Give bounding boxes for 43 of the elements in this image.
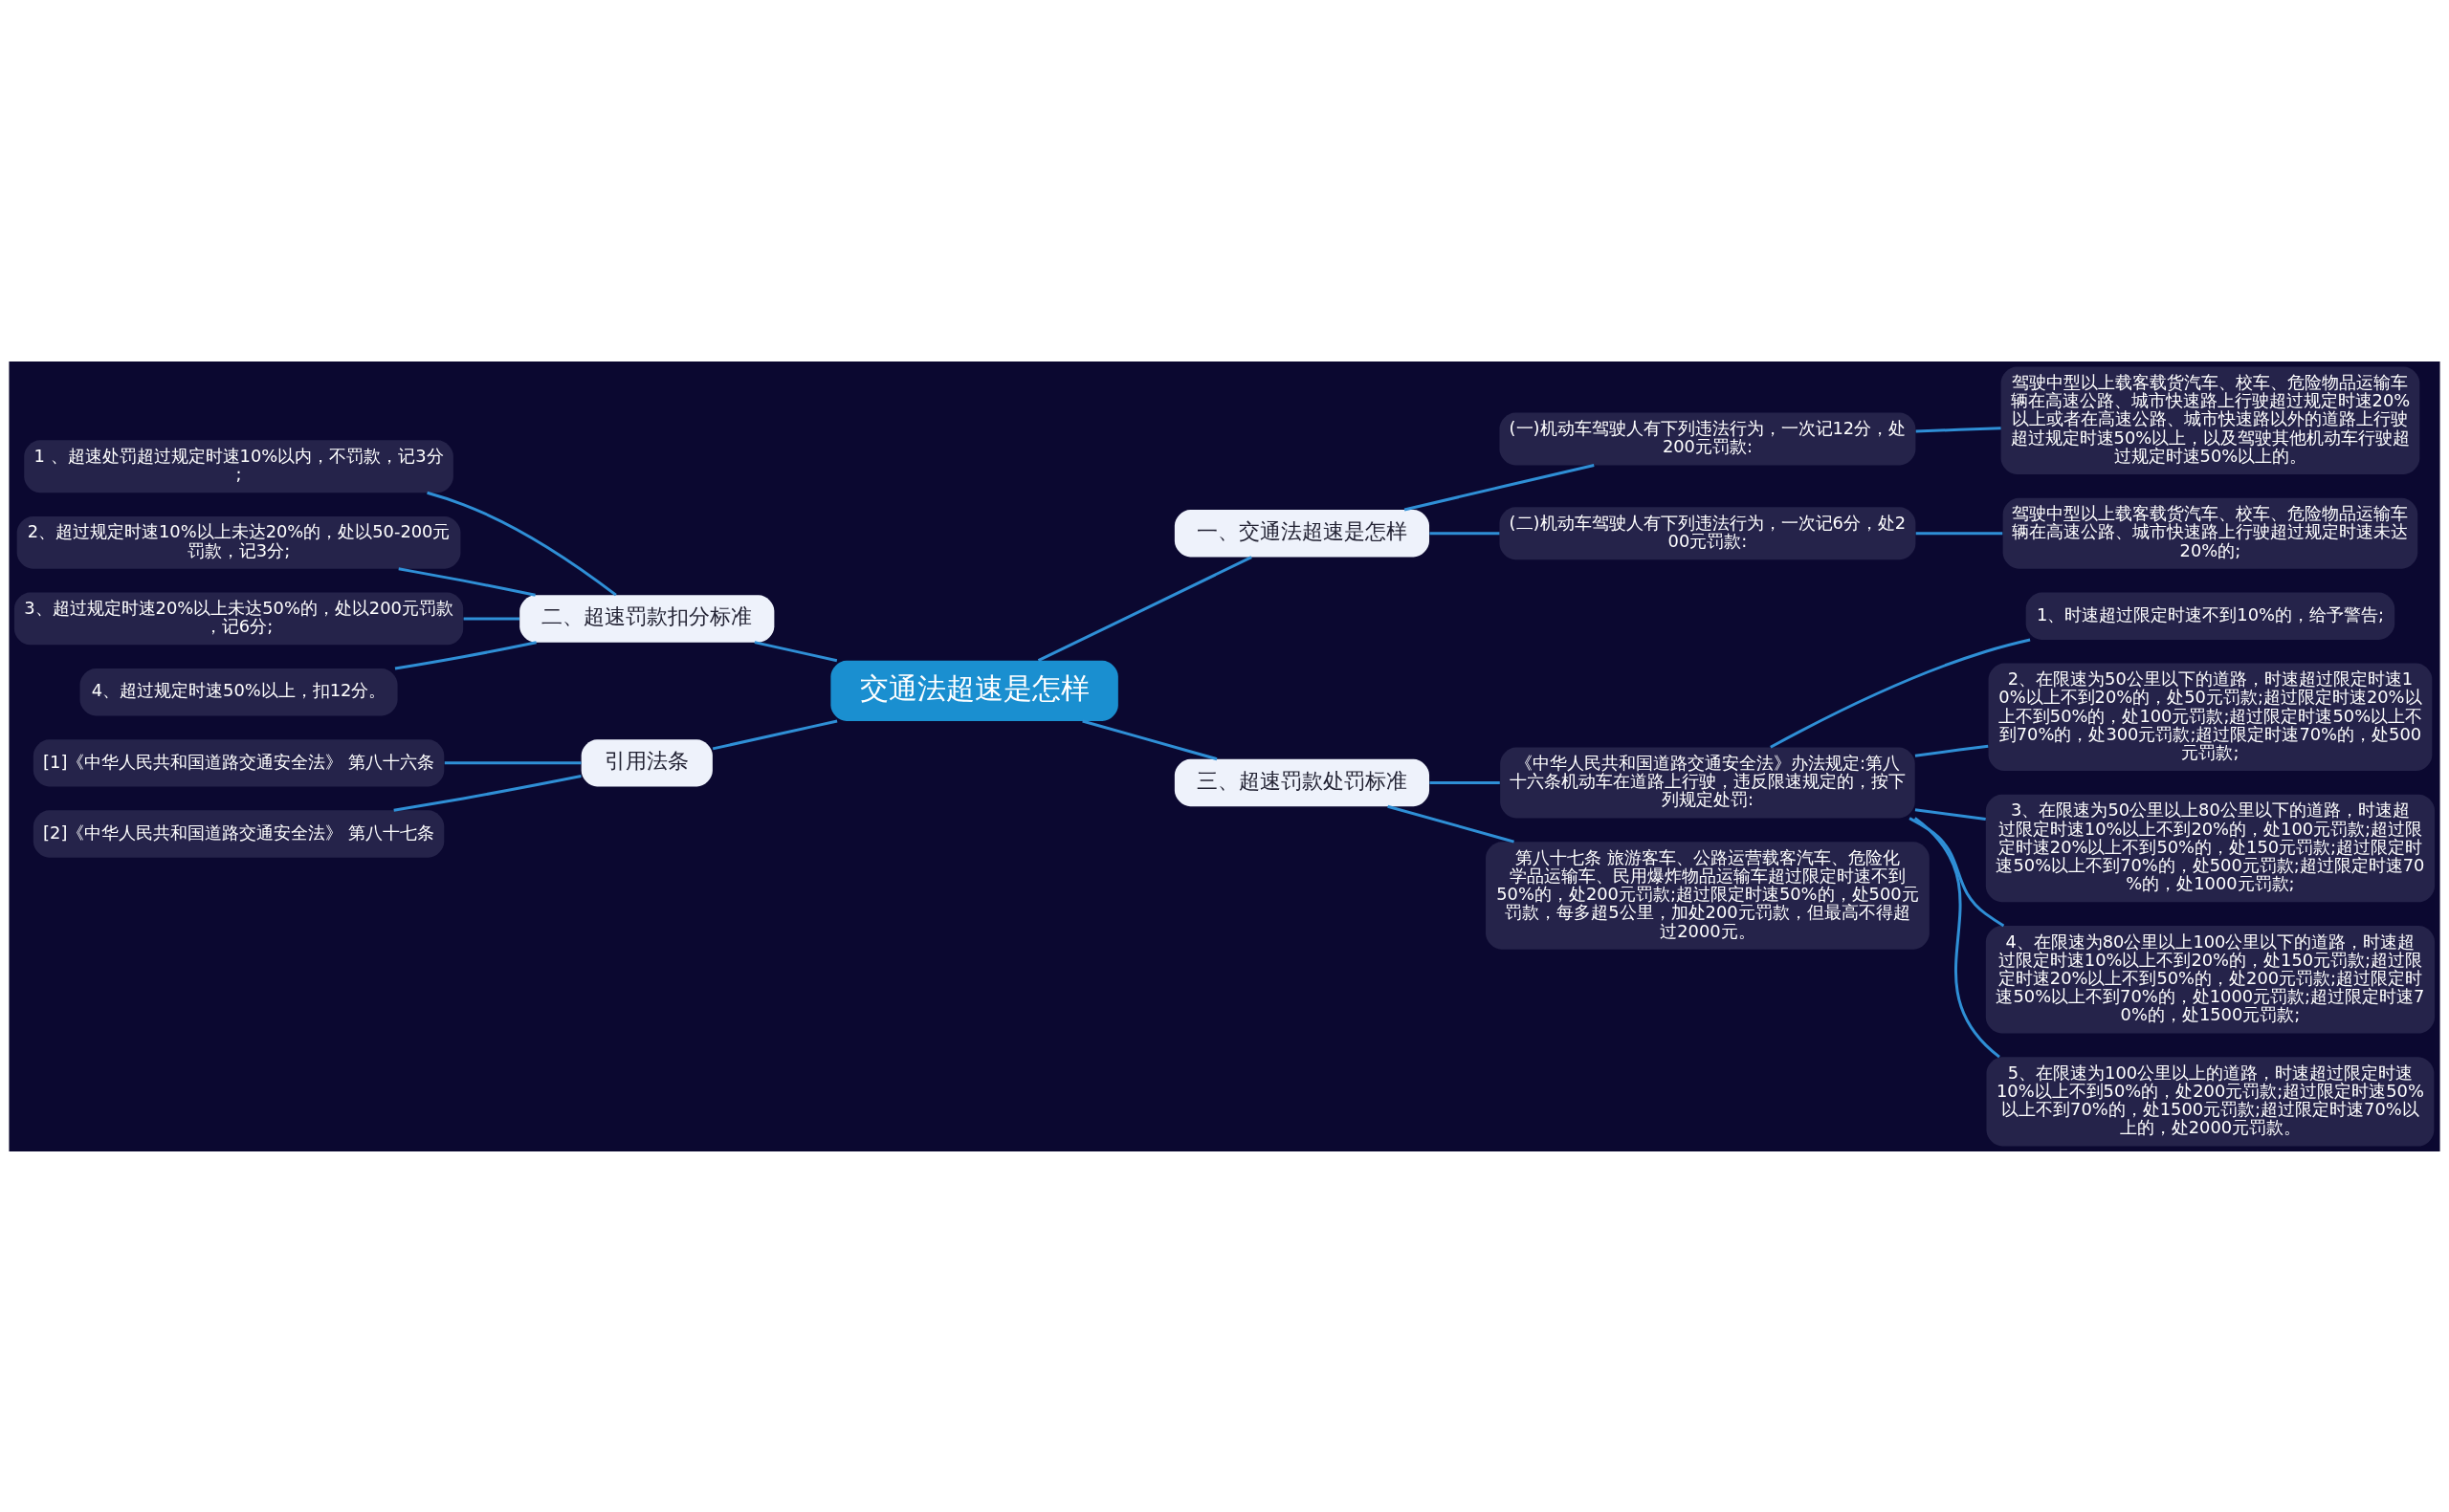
node-box: [1]《中华人民共和国道路交通安全法》 第八十六条 [33,738,445,787]
connector [427,491,617,596]
node-box: [2]《中华人民共和国道路交通安全法》 第八十七条 [33,809,445,858]
node-box: 三、超速罚款处罚标准 [1174,758,1430,806]
connector [754,640,838,662]
connector [1037,555,1252,662]
connector [712,719,838,750]
connector [1915,426,2001,432]
node-box: (一)机动车驾驶人有下列违法行为，一次记12分，处200元罚款: [1499,412,1916,465]
node-box: 3、在限速为50公里以上80公里以下的道路，时速超过限定时速10%以上不到20%的，处100元罚款;超过限定时速20%以上不到50%的，处150元罚款;超过限定时速50%以上不到70%的，处500元罚款;超过限定时速70%的，处1000元罚款; [1985,794,2436,902]
connector [398,566,536,597]
node-box: 4、超过规定时速50%以上，扣12分。 [79,668,398,715]
node-box: 《中华人民共和国道路交通安全法》办法规定:第八十六条机动车在道路上行驶，违反限速规定的，按下列规定处罚: [1500,746,1915,818]
node-box: 1、时速超过限定时速不到10%的，给予警告; [2025,592,2395,640]
connector [1429,780,1500,784]
node-box: 第八十七条 旅游客车、公路运营载客汽车、危险化学品运输车、民用爆炸物品运输车超过限定时速不到50%的，处200元罚款;超过限定时速50%的，处500元罚款，每多超5公里，加处200元罚款，但最高不得超过2000元。 [1486,841,1930,950]
connector [1770,638,2031,749]
connector [1387,804,1514,844]
node-box: 5、在限速为100公里以上的道路，时速超过限定时速10%以上不到50%的，处200元罚款;超过限定时速50%以上不到70%的，处1500元罚款;超过限定时速70%以上的，处2000元罚款。 [1986,1056,2435,1146]
connector [1429,531,1500,535]
connector [463,616,519,620]
node-box: 2、在限速为50公里以下的道路，时速超过限定时速10%以上不到20%的，处50元罚款;超过限定时速20%以上不到50%的，处100元罚款;超过限定时速50%以上不到70%的，处300元罚款;超过限定时速70%的，处500元罚款; [1988,663,2433,771]
node-box: 驾驶中型以上载客载货汽车、校车、危险物品运输车辆在高速公路、城市快速路上行驶超过规定时速未达20%的; [2002,497,2418,569]
node-box: 驾驶中型以上载客载货汽车、校车、危险物品运输车辆在高速公路、城市快速路上行驶超过规定时速20%以上或者在高速公路、城市快速路以外的道路上行驶超过规定时速50%以上，以及驾驶其他机动车行驶超过规定时速50%以上的。 [2000,366,2420,474]
connector [1914,744,1989,757]
connector [394,640,537,670]
connector [1403,463,1595,511]
node-box: 引用法条 [581,738,713,787]
connector [393,774,582,812]
node-box: 4、在限速为80公里以上100公里以下的道路，时速超过限定时速10%以上不到20%的，处150元罚款;超过限定时速20%以上不到50%的，处200元罚款;超过限定时速50%以上不到70%的，处1000元罚款;超过限定时速70%的，处1500元罚款; [1985,925,2436,1033]
node-box: 2、超过规定时速10%以上未达20%的，处以50-200元罚款，记3分; [16,515,461,569]
connector [1913,816,2000,1058]
connector [1082,719,1218,760]
connector [1914,807,1986,821]
node-box: 一、交通法超速是怎样 [1174,509,1430,557]
node-box: 交通法超速是怎样 [830,660,1118,721]
connector [444,760,582,764]
connector [1915,531,2003,535]
connector [1908,816,2005,927]
node-box: 1 、超速处罚超过规定时速10%以内，不罚款，记3分; [24,439,453,493]
node-box: (二)机动车驾驶人有下列违法行为，一次记6分，处200元罚款: [1499,506,1916,559]
node-box: 3、超过规定时速20%以上未达50%的，处以200元罚款，记6分; [13,592,464,645]
node-box: 二、超速罚款扣分标准 [519,594,775,643]
